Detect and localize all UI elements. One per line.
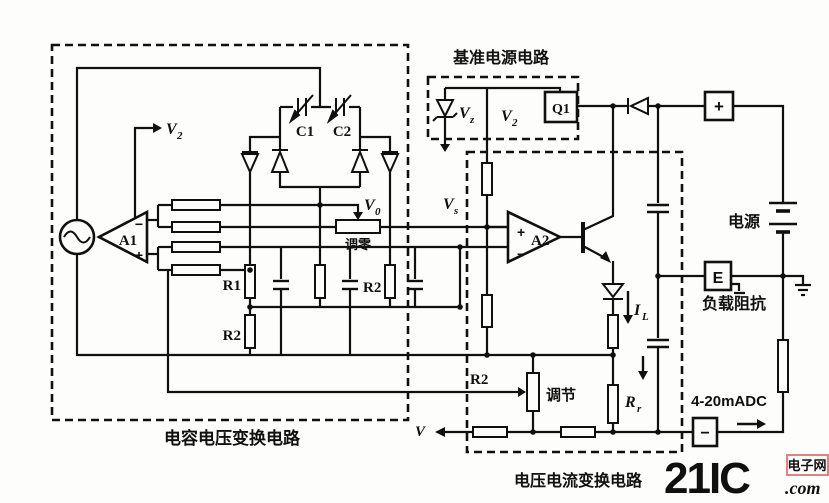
terminal-e: E	[703, 260, 745, 295]
r2-span-label: R2	[470, 372, 488, 388]
terminal-minus-label: −	[700, 425, 709, 442]
v-i-block-label: 电压电流变换电路	[514, 471, 643, 490]
load-current-arrow	[623, 291, 633, 324]
resistor-r1	[244, 264, 256, 299]
ref-power-block-label: 基准电源电路	[452, 48, 550, 67]
r1-label: R1	[223, 278, 241, 294]
resistor	[171, 241, 221, 253]
v2-sub: 2	[176, 130, 183, 142]
capacitance-voltage-block-outline	[50, 43, 410, 422]
divider-resistors	[481, 162, 493, 328]
cap-voltage-block-label: 电容电压变换电路	[164, 428, 301, 448]
il-label: I	[633, 302, 641, 319]
amp-a2-label: A2	[531, 233, 549, 249]
v0-sub: 0	[375, 206, 381, 218]
emitter-diode	[600, 283, 626, 300]
input-resistors	[171, 199, 221, 276]
series-diode	[627, 96, 649, 116]
battery	[769, 201, 797, 234]
amp-a1-label: A1	[119, 233, 137, 249]
terminal-plus-label: +	[714, 97, 724, 116]
v-out-label: V	[415, 424, 427, 440]
resistor	[171, 264, 221, 276]
vz-label: V	[459, 105, 471, 122]
output-range-label: 4-20mADC	[691, 393, 767, 410]
vref-sub: 2	[511, 117, 518, 129]
ground-icon	[795, 283, 811, 297]
emitter-resistors	[607, 314, 619, 424]
vs-label: V	[443, 196, 455, 213]
zener-diode	[432, 99, 458, 152]
output-transistor	[581, 222, 611, 263]
v2-arrow	[153, 123, 162, 133]
reference-transistor-q1: Q1	[543, 90, 579, 124]
watermark-site: 电子网	[787, 458, 826, 473]
e-ground-icon	[731, 282, 745, 295]
watermark-brand: 21IC	[664, 454, 750, 503]
rc-network	[244, 264, 423, 349]
ac-source	[58, 218, 96, 256]
load-resistor	[777, 339, 789, 393]
zero-wiper-arrow	[353, 212, 363, 220]
cap-c1-label: C1	[296, 124, 314, 140]
signal-labels: V 2 V 0 V s V z V 2 I L V R r R2	[166, 105, 649, 440]
power-supply-label: 电源	[728, 212, 760, 231]
vs-sub: s	[453, 205, 458, 217]
bottom-rail-resistors	[472, 426, 596, 438]
q1-label: Q1	[552, 102, 570, 117]
r2-mid-label: R2	[363, 280, 381, 296]
voltage-current-block-outline	[465, 150, 684, 454]
resistor	[171, 199, 221, 211]
terminal-minus: −	[691, 416, 719, 448]
zero-adjust-label: 调零	[345, 237, 372, 252]
junction-dots	[247, 103, 786, 435]
resistor	[384, 264, 396, 299]
resistor-r2	[244, 314, 256, 349]
amp-a2: + − A2	[506, 209, 564, 265]
resistor-rr	[607, 384, 619, 424]
resistor	[171, 221, 221, 233]
output-arrow	[737, 419, 766, 429]
resistor	[314, 264, 326, 299]
amp-a1-minus: −	[135, 216, 143, 232]
diode-capacitance-bridge	[240, 94, 400, 175]
current-direction-arrow	[638, 356, 648, 380]
filter-capacitors	[647, 203, 669, 349]
v2-label: V	[166, 121, 178, 138]
v-output-arrow	[435, 427, 445, 437]
watermark: 21IC 电子网 .com	[664, 454, 829, 503]
amp-a2-plus: +	[517, 224, 525, 240]
rr-label: R	[624, 394, 636, 411]
rr-sub: r	[637, 403, 642, 415]
amp-a2-minus: −	[517, 246, 525, 262]
span-adjust-label: 调节	[546, 386, 576, 404]
watermark-domain: .com	[785, 478, 821, 498]
vz-sub: z	[469, 114, 475, 126]
amp-a1: A1 − +	[96, 209, 149, 265]
terminal-plus: +	[703, 90, 735, 122]
cap-c2-label: C2	[333, 124, 351, 140]
load-impedance-label: 负载阻抗	[702, 294, 766, 313]
reference-supply-block-outline	[426, 75, 580, 141]
vref-label: V	[501, 108, 513, 125]
amp-a1-plus: +	[135, 247, 143, 263]
span-adjust-pot: 调节	[518, 372, 576, 412]
terminal-e-label: E	[713, 270, 724, 287]
watermark-site-box	[786, 454, 829, 476]
r2-left-label: R2	[223, 328, 241, 344]
il-sub: L	[641, 311, 649, 323]
v0-label: V	[364, 197, 376, 214]
